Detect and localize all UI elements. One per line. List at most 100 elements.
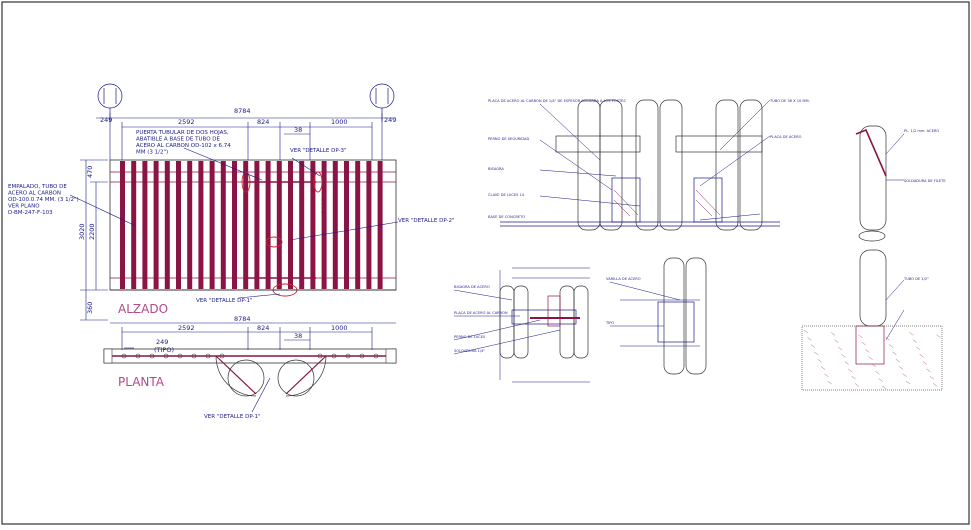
concrete-hatch [824,373,829,377]
dim-470: 470 [86,166,94,178]
concrete-hatch [892,351,897,355]
concrete-hatch [827,380,832,385]
concrete-hatch [885,337,890,341]
detail-c-note-0: PL. 1/2 mm. ACERO [904,129,939,133]
concrete-hatch [916,346,921,351]
detail-a-note-6: PLACA DE ACERO [770,135,802,139]
ref-detail-dp2: VER "DETALLE DP-2" [398,218,455,224]
concrete-hatch [882,385,887,390]
plan-dim-249: 249 [156,338,168,346]
concrete-hatch [912,339,917,343]
concrete-hatch [902,373,907,377]
fence-bars [120,161,383,289]
fence-bar [164,161,170,289]
ref-detail-dp1: VER "DETALLE DP-1" [196,298,253,304]
plan-posts [121,353,379,359]
fence-bar [310,161,316,289]
dim-360: 360 [86,302,94,314]
concrete-hatch [878,378,883,382]
concrete-hatch [861,341,866,346]
dim-249-left: 249 [100,116,112,124]
concrete-hatch [936,334,941,338]
fence-bar [209,161,215,289]
plan-post [205,353,211,359]
concrete-hatch [817,359,822,363]
fence-callout-text: EMPALADO, TUBO DE ACERO AL CARBON OD-100… [8,184,80,216]
detail-b-note-5: TIPO [605,321,614,325]
detail-post-section [801,125,943,391]
fence-bar [344,161,349,289]
dim-2200: 2200 [88,223,96,240]
ref-detail-dp3: VER "DETALLE DP-3" [290,148,347,154]
elevation-title: ALZADO [118,302,168,316]
concrete-hatch [926,368,931,372]
concrete-hatch [834,339,839,343]
fence-bar [232,161,237,289]
plan-post [135,353,141,359]
dim-38: 38 [294,126,302,134]
fence-bar [198,161,204,289]
plan-title: PLANTA [118,375,165,389]
detail-hinge [453,257,707,383]
plan-post [345,353,351,359]
elevation-dimension-lines [96,113,396,160]
plan-post [331,353,337,359]
concrete-hatch [831,332,836,336]
plan-tipo: (TIPO) [154,346,174,354]
concrete-hatch [820,366,826,370]
fence-bar [254,161,260,289]
plan-post [163,353,169,359]
detail-a-note-5: TUBO DE 38 X 10 MM. [769,99,810,103]
dim-3020: 3020 [78,223,86,240]
concrete-hatch [919,354,924,358]
plan-dim-38: 38 [294,332,302,340]
concrete-hatch [899,366,904,370]
detail-c-note-2: TUBO DE 1/2" [903,277,929,281]
elevation-view: 249 8784 249 2592 824 1000 38 470 3020 2… [8,83,455,321]
concrete-hatch [875,371,880,375]
fence-frame [109,159,397,291]
plan-post [177,353,183,359]
fence-bar [187,161,193,289]
fence-bar [288,161,293,289]
gate-callout-text: PUERTA TUBULAR DE DOS HOJAS, ABATIBLE A … [136,130,233,156]
plan-dim-1000: 1000 [331,324,348,332]
fence-bar [220,161,226,289]
concrete-hatch [865,349,870,353]
dim-1000: 1000 [331,118,348,126]
fence-bar [332,161,338,289]
fence-bar [176,161,181,289]
concrete-hatch [895,358,900,363]
plan-ref-dp1: VER "DETALLE DP-1" [204,414,261,420]
dim-824: 824 [257,118,269,126]
concrete-hatch [858,334,863,338]
elevation-leaders [69,147,399,299]
fence-bar [366,161,372,289]
plan-post [317,353,323,359]
gate-rails [248,181,316,279]
detail-b-note-1: PLACA DE ACERO AL CARBON [454,311,508,315]
dim-249-right: 249 [384,116,396,124]
fence-bar [276,161,282,289]
plan-post [121,353,127,359]
fence-bar [153,161,159,289]
fence-bar [265,161,271,289]
plan-dim-824: 824 [257,324,269,332]
fence-bar [120,161,125,289]
concrete-hatch [807,337,812,341]
fence-bar [355,161,361,289]
plan-post [219,353,225,359]
detail-post-top [500,99,780,231]
gate-swing-arcs [215,355,327,397]
plan-dim-2592: 2592 [178,324,195,332]
plan-dimension-lines [110,322,396,350]
detail-a-note-3: CLAVE DE LUCES 14 [488,193,525,197]
concrete-hatch [871,363,877,368]
concrete-hatch [868,356,873,360]
concrete-hatch [929,375,934,380]
dim-2592: 2592 [178,118,195,126]
detail-b-note-0: BISAGRA DE ACERO [454,285,490,289]
concrete-hatch [851,376,856,380]
